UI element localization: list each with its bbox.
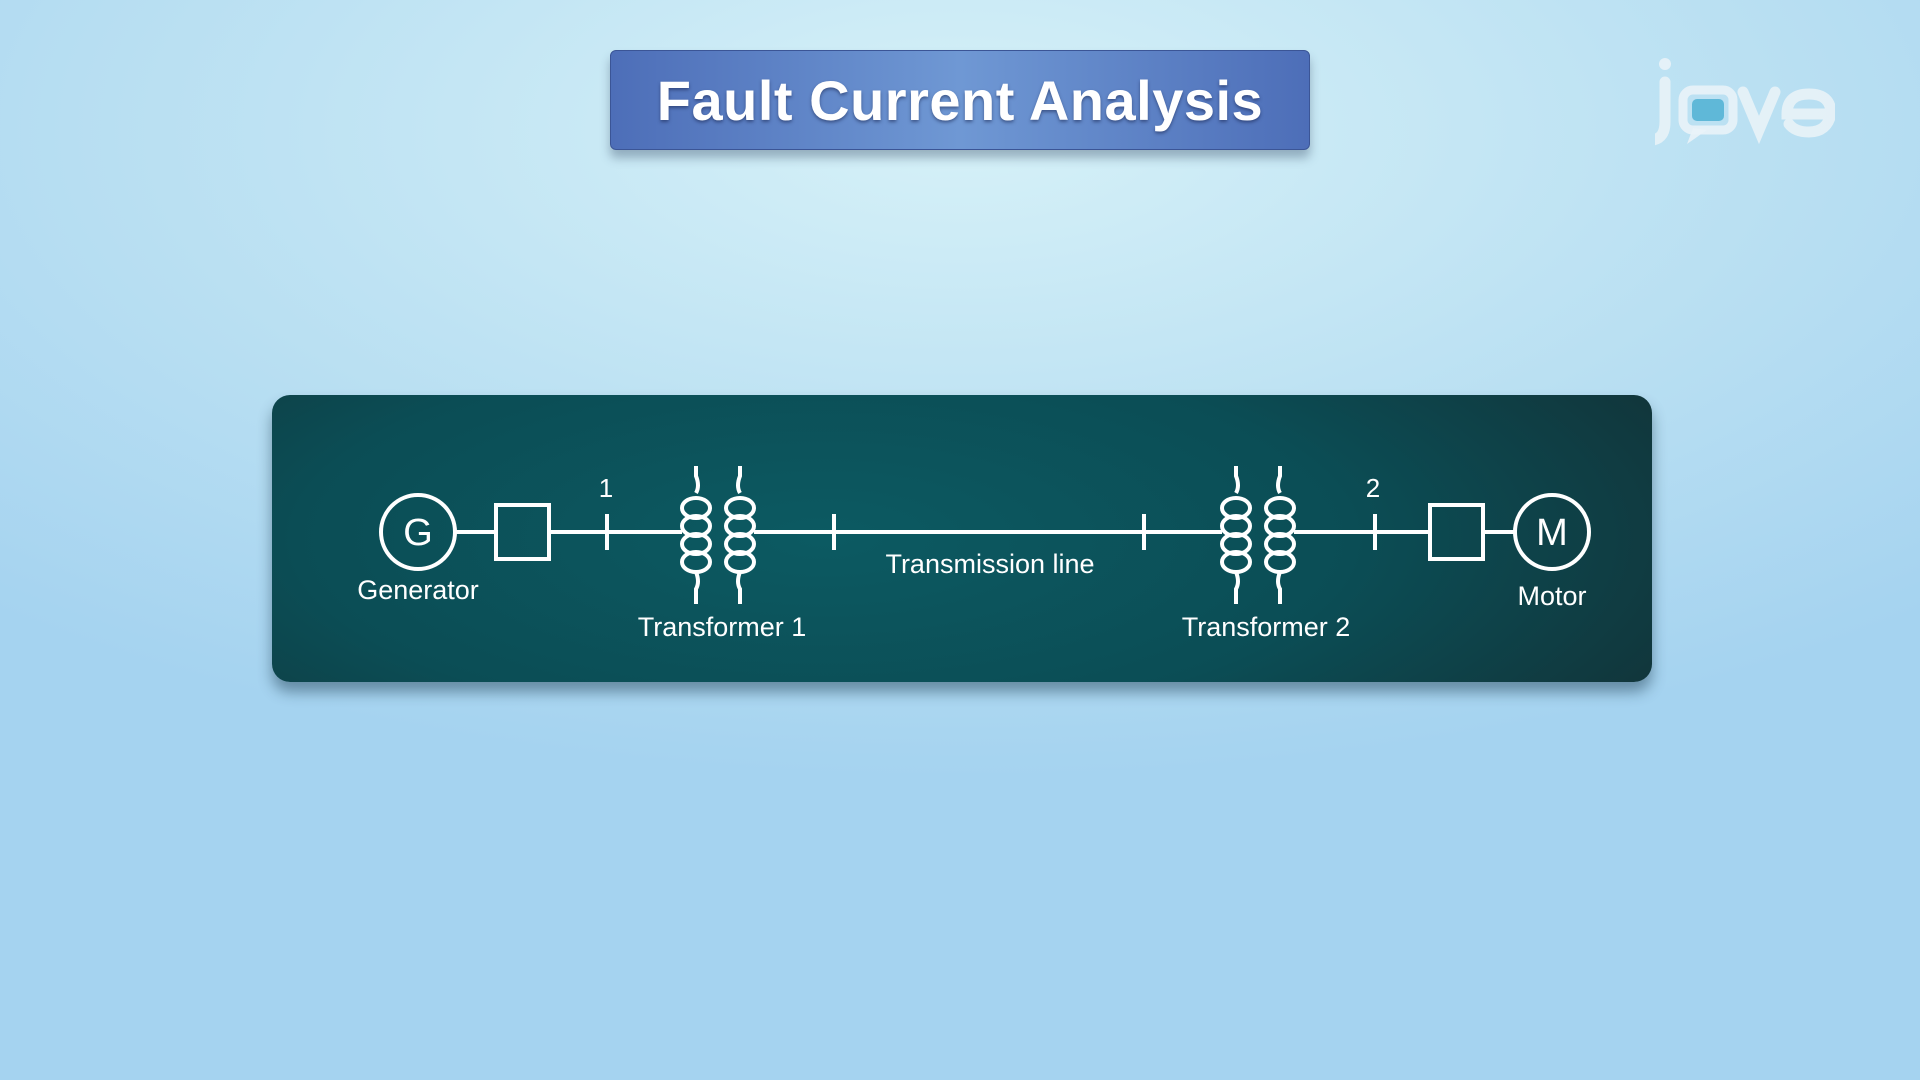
motor-label: Motor	[1517, 581, 1586, 611]
motor-symbol-letter: M	[1536, 512, 1568, 554]
transformer-1-label: Transformer 1	[638, 612, 807, 642]
motor-symbol	[1513, 493, 1591, 571]
bus-2-label: 2	[1366, 473, 1380, 503]
single-line-diagram-panel: G M Generator 1 Transformer 1 Transmissi…	[272, 395, 1652, 682]
transformer-1-symbol	[680, 466, 756, 604]
breaker-2	[1428, 503, 1485, 561]
title-banner: Fault Current Analysis	[610, 50, 1310, 150]
breaker-1	[494, 503, 551, 561]
page-title: Fault Current Analysis	[656, 68, 1264, 132]
generator-symbol-letter: G	[403, 512, 433, 554]
transformer-2-label: Transformer 2	[1182, 612, 1351, 642]
bus-1-label: 1	[599, 473, 613, 503]
generator-label: Generator	[357, 575, 479, 605]
transmission-line-label: Transmission line	[885, 549, 1094, 579]
transformer-2-symbol	[1220, 466, 1296, 604]
single-line-diagram: G M Generator 1 Transformer 1 Transmissi…	[357, 466, 1591, 642]
jove-logo	[1655, 58, 1835, 146]
speech-bubble-icon	[1678, 85, 1738, 144]
